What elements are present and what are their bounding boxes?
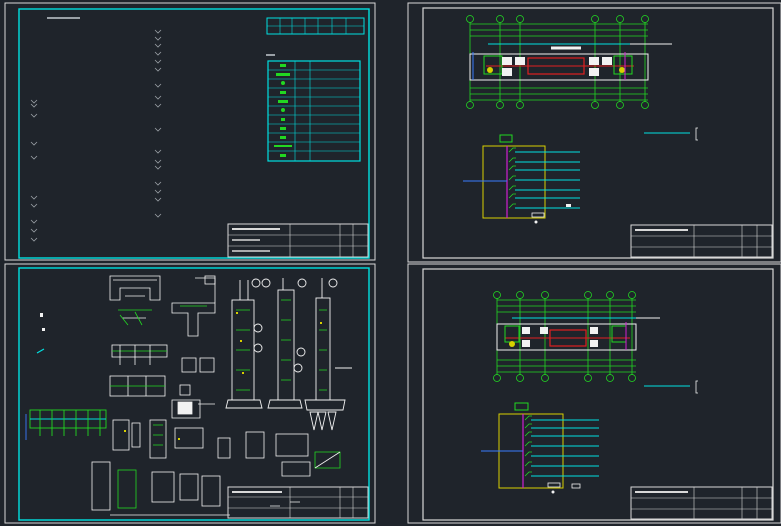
note-bullet xyxy=(30,113,38,118)
breaker-symbol xyxy=(508,147,516,153)
note-bullet xyxy=(154,51,162,56)
note-bullet xyxy=(154,165,162,170)
note-bullet xyxy=(30,195,38,200)
sheet-1-general-notes xyxy=(4,2,376,261)
distribution-panel-diagram-2 xyxy=(481,402,599,494)
note-bullet-marks xyxy=(30,29,162,242)
detail-column-elevation-3 xyxy=(304,278,352,431)
sheet-4-plan xyxy=(407,263,781,524)
breaker-symbol xyxy=(524,441,532,447)
sheet-4-title-block xyxy=(630,486,773,520)
note-bullet xyxy=(154,197,162,202)
breaker-symbol xyxy=(508,157,516,163)
note-bullet xyxy=(154,189,162,194)
breaker-symbol xyxy=(524,415,532,421)
breaker-symbol xyxy=(524,431,532,437)
note-bullet xyxy=(154,127,162,132)
breaker-symbol xyxy=(508,165,516,171)
note-bullet xyxy=(30,141,38,146)
hatch-accents xyxy=(124,312,322,440)
detail-column-elevation-2 xyxy=(267,278,307,409)
breaker-symbol xyxy=(524,423,532,429)
detail-beam-section xyxy=(109,344,168,397)
sheet-2-section-details xyxy=(4,263,376,524)
note-bullet xyxy=(154,29,162,34)
note-bullet xyxy=(30,103,38,108)
detail-column-base xyxy=(171,275,216,337)
breaker-symbol xyxy=(524,451,532,457)
plan-building-outline xyxy=(469,43,672,81)
breaker-symbol xyxy=(524,471,532,477)
breaker-symbol xyxy=(508,175,516,181)
note-bullet xyxy=(154,213,162,218)
note-bullet xyxy=(154,159,162,164)
note-bullet xyxy=(154,67,162,72)
sheet-2-title-block xyxy=(227,486,369,519)
breaker-symbol xyxy=(508,185,516,191)
note-bullet xyxy=(154,181,162,186)
legend-header-table xyxy=(266,17,365,35)
detail-column-elevation-1 xyxy=(225,278,271,409)
note-bullet xyxy=(154,83,162,88)
note-bullet xyxy=(30,99,38,104)
detail-wall-sections xyxy=(91,419,341,516)
note-bullet xyxy=(154,43,162,48)
note-bullet xyxy=(154,36,162,41)
note-bullet xyxy=(30,219,38,224)
plan-grid-axes-bottom xyxy=(493,291,636,382)
note-bullet xyxy=(30,228,38,233)
note-bullet xyxy=(154,59,162,64)
note-bullet xyxy=(30,155,38,160)
sheet-3-title-block xyxy=(630,224,773,258)
breaker-symbol xyxy=(508,203,516,209)
note-bullet xyxy=(30,237,38,242)
symbol-legend-table xyxy=(267,60,361,162)
detail-foundation-section xyxy=(109,275,161,326)
plan-grid-axes-top xyxy=(466,15,649,109)
distribution-panel-diagram xyxy=(463,134,580,224)
detail-rebar-ladder xyxy=(25,409,107,440)
sheet-1-title-block xyxy=(227,223,369,258)
breaker-symbol xyxy=(524,461,532,467)
detail-anchor-small xyxy=(171,357,215,419)
note-bullet xyxy=(154,149,162,154)
plan-building-outline-2 xyxy=(496,317,660,351)
sheet-3-plan xyxy=(407,2,781,263)
note-bullet xyxy=(30,203,38,208)
breaker-symbol xyxy=(508,193,516,199)
note-bullet xyxy=(154,103,162,108)
note-bullet xyxy=(154,95,162,100)
